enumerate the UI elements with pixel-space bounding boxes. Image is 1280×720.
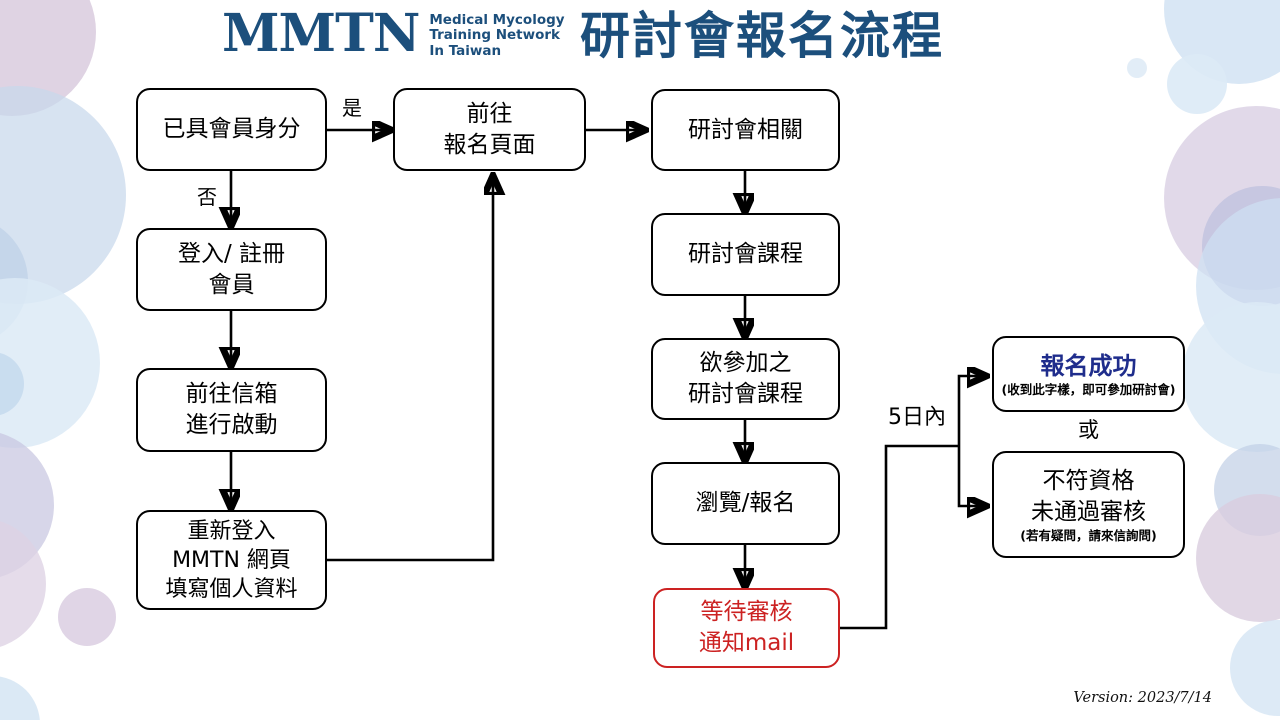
mmtn-wordmark: MMTN (222, 3, 420, 64)
node-seminar-related-line1: 研討會相關 (688, 116, 803, 143)
node-activate-mail-line2: 進行啟動 (185, 412, 278, 438)
node-desired-course[interactable]: 欲參加之 研討會課程 (651, 338, 840, 420)
edge-label-yes: 是 (342, 96, 362, 120)
node-rejected-line1: 不符資格 (1042, 467, 1135, 494)
node-register-page[interactable]: 前往 報名頁面 (393, 88, 586, 171)
mmtn-tagline-line1: Medical Mycology (429, 11, 565, 28)
node-success-note: (收到此字樣，即可參加研討會) (1001, 381, 1176, 397)
node-relogin-profile-line1: 重新登入 (187, 518, 276, 544)
node-success-title: 報名成功 (1040, 351, 1137, 380)
node-relogin-profile-line3: 填寫個人資料 (165, 576, 298, 602)
node-seminar-course-line1: 研討會課程 (688, 241, 803, 267)
node-relogin-profile-line2: MMTN 網頁 (172, 547, 291, 573)
node-success[interactable]: 報名成功 (收到此字樣，即可參加研討會) (992, 336, 1185, 412)
node-rejected-line2: 未通過審核 (1031, 498, 1146, 525)
node-register-page-line1: 前往 (466, 100, 513, 127)
node-browse-signup-line1: 瀏覽/報名 (695, 490, 796, 516)
node-seminar-course[interactable]: 研討會課程 (651, 213, 840, 296)
edge-label-no: 否 (197, 185, 217, 209)
node-await-review-line1: 等待審核 (700, 599, 793, 625)
page-title: 研討會報名流程 (580, 7, 944, 65)
mmtn-tagline: Medical Mycology Training Network In Tai… (429, 9, 564, 60)
version-label: Version: 2023/7/14 (1073, 690, 1212, 706)
node-activate-mail-line1: 前往信箱 (185, 381, 278, 407)
node-relogin-profile[interactable]: 重新登入 MMTN 網頁 填寫個人資料 (136, 510, 327, 610)
node-rejected[interactable]: 不符資格 未通過審核 (若有疑問，請來信詢問) (992, 451, 1185, 558)
node-desired-course-line1: 欲參加之 (699, 350, 792, 376)
mmtn-logo: MMTN Medical Mycology Training Network I… (222, 8, 565, 60)
node-login-signup[interactable]: 登入/ 註冊 會員 (136, 228, 327, 311)
edge-label-within-five-days: 5日內 (888, 405, 946, 430)
node-browse-signup[interactable]: 瀏覽/報名 (651, 462, 840, 545)
node-seminar-related[interactable]: 研討會相關 (651, 89, 840, 171)
node-desired-course-line2: 研討會課程 (688, 381, 803, 407)
node-member-check-line1: 已具會員身分 (162, 116, 301, 142)
node-await-review-line2: 通知mail (698, 630, 795, 656)
node-member-check[interactable]: 已具會員身分 (136, 88, 327, 171)
mmtn-tagline-line2: Training Network (429, 27, 560, 44)
node-login-signup-line2: 會員 (208, 271, 255, 298)
node-await-review[interactable]: 等待審核 通知mail (653, 588, 840, 668)
mmtn-tagline-line3: In Taiwan (429, 42, 502, 59)
node-rejected-note: (若有疑問，請來信詢問) (1020, 527, 1157, 543)
node-login-signup-line1: 登入/ 註冊 (177, 240, 286, 267)
node-activate-mail[interactable]: 前往信箱 進行啟動 (136, 368, 327, 452)
label-or: 或 (1078, 418, 1099, 442)
node-register-page-line2: 報名頁面 (443, 131, 536, 158)
